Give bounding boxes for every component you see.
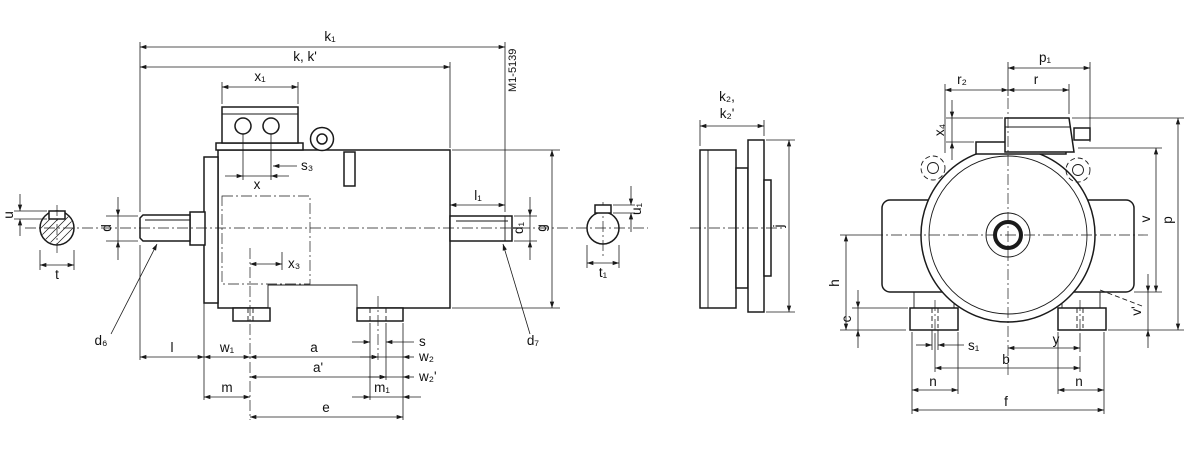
front-foot <box>232 307 271 322</box>
dim-label-t1: t₁ <box>599 265 608 280</box>
dim-label-x1: x₁ <box>254 69 266 84</box>
dim-label-l: l <box>171 340 174 355</box>
dim-label-d: d <box>99 224 114 232</box>
end-shield <box>203 156 219 304</box>
dim-label-n-right: n <box>1075 374 1083 389</box>
dim-label-p: p <box>1160 216 1175 224</box>
dim-label-a: a <box>310 340 318 355</box>
shaft-shoulder <box>189 211 206 246</box>
non-drive-shaft <box>449 215 513 242</box>
terminal-box <box>221 106 299 144</box>
dim-label-b: b <box>1002 352 1010 367</box>
flange-view <box>690 139 782 313</box>
dim-label-n-left: n <box>929 374 937 389</box>
dim-label-c: c <box>839 315 854 322</box>
dim-label-x3: x₃ <box>288 256 300 271</box>
dim-label-w2-prime: w₂' <box>418 369 437 384</box>
rating-plate <box>343 151 356 187</box>
dim-label-p1: p₁ <box>1039 50 1052 65</box>
side-view-dimensions: k₁ k, k' x₁ M1-5139 s₃ x x₃ d d₆ u t l w… <box>1 29 644 420</box>
dim-label-h: h <box>827 279 842 287</box>
dim-label-k2-prime: k₂' <box>720 106 735 121</box>
front-view <box>872 98 1148 378</box>
dim-label-w1: w₁ <box>219 340 235 355</box>
dim-label-l1: l₁ <box>474 188 482 203</box>
dim-label-a-prime: a' <box>313 360 323 375</box>
dim-label-d6: d₆ <box>95 333 108 348</box>
dim-label-u: u <box>1 211 16 219</box>
dim-label-k-kprime: k, k' <box>293 49 317 64</box>
rear-foot <box>356 307 404 322</box>
cable-gland-2 <box>262 117 280 135</box>
dim-label-k2: k₂, <box>719 89 735 104</box>
rear-housing <box>699 149 737 309</box>
dim-label-v-prime: v' <box>1129 306 1144 315</box>
side-view <box>139 106 513 420</box>
dim-label-d1: d₁ <box>511 222 526 235</box>
front-view-dimensions: p₁ r₂ r x₄ h c s₁ y b n n f v <box>827 50 1184 414</box>
terminal-box-front <box>1004 117 1075 153</box>
terminal-box-base <box>215 142 304 151</box>
dim-label-k1: k₁ <box>324 29 336 44</box>
dim-label-x: x <box>254 177 261 192</box>
dim-label-r: r <box>1034 72 1039 87</box>
flange-disc <box>747 139 765 313</box>
dim-label-u1: u₁ <box>629 203 644 216</box>
drawing-reference: M1-5139 <box>507 49 519 92</box>
underbody-recess <box>267 284 358 309</box>
dim-label-m: m <box>221 380 232 395</box>
dim-label-r2: r₂ <box>957 72 967 87</box>
dim-label-x4: x₄ <box>932 124 947 136</box>
dim-label-j: j <box>771 225 786 229</box>
foot-right <box>1057 307 1107 331</box>
dim-label-y: y <box>1053 332 1060 347</box>
dim-label-w2: w₂ <box>418 349 434 364</box>
shaft-section-drive-end <box>39 205 75 253</box>
shaft-section-non-drive-end <box>586 202 620 256</box>
eyebolt-left <box>920 155 946 181</box>
dim-label-m1: m₁ <box>374 380 390 395</box>
dim-label-d7: d₇ <box>527 333 540 348</box>
foot-left <box>909 307 959 331</box>
key <box>594 204 612 214</box>
cable-gland-stub <box>1073 127 1091 141</box>
dim-label-s1: s₁ <box>968 338 980 353</box>
flange-view-dimensions: k₂, k₂' j <box>699 89 795 313</box>
dim-label-t: t <box>55 267 59 282</box>
dim-label-g: g <box>534 224 549 232</box>
eyebolt-right <box>1065 157 1091 183</box>
dim-label-f: f <box>1004 394 1008 409</box>
cable-gland-1 <box>234 117 252 135</box>
dim-label-s: s <box>419 334 426 349</box>
dim-label-s3: s₃ <box>301 158 313 173</box>
stator-hidden-outline <box>221 195 311 285</box>
dim-label-e: e <box>322 400 330 415</box>
dim-label-v: v <box>1138 215 1153 222</box>
